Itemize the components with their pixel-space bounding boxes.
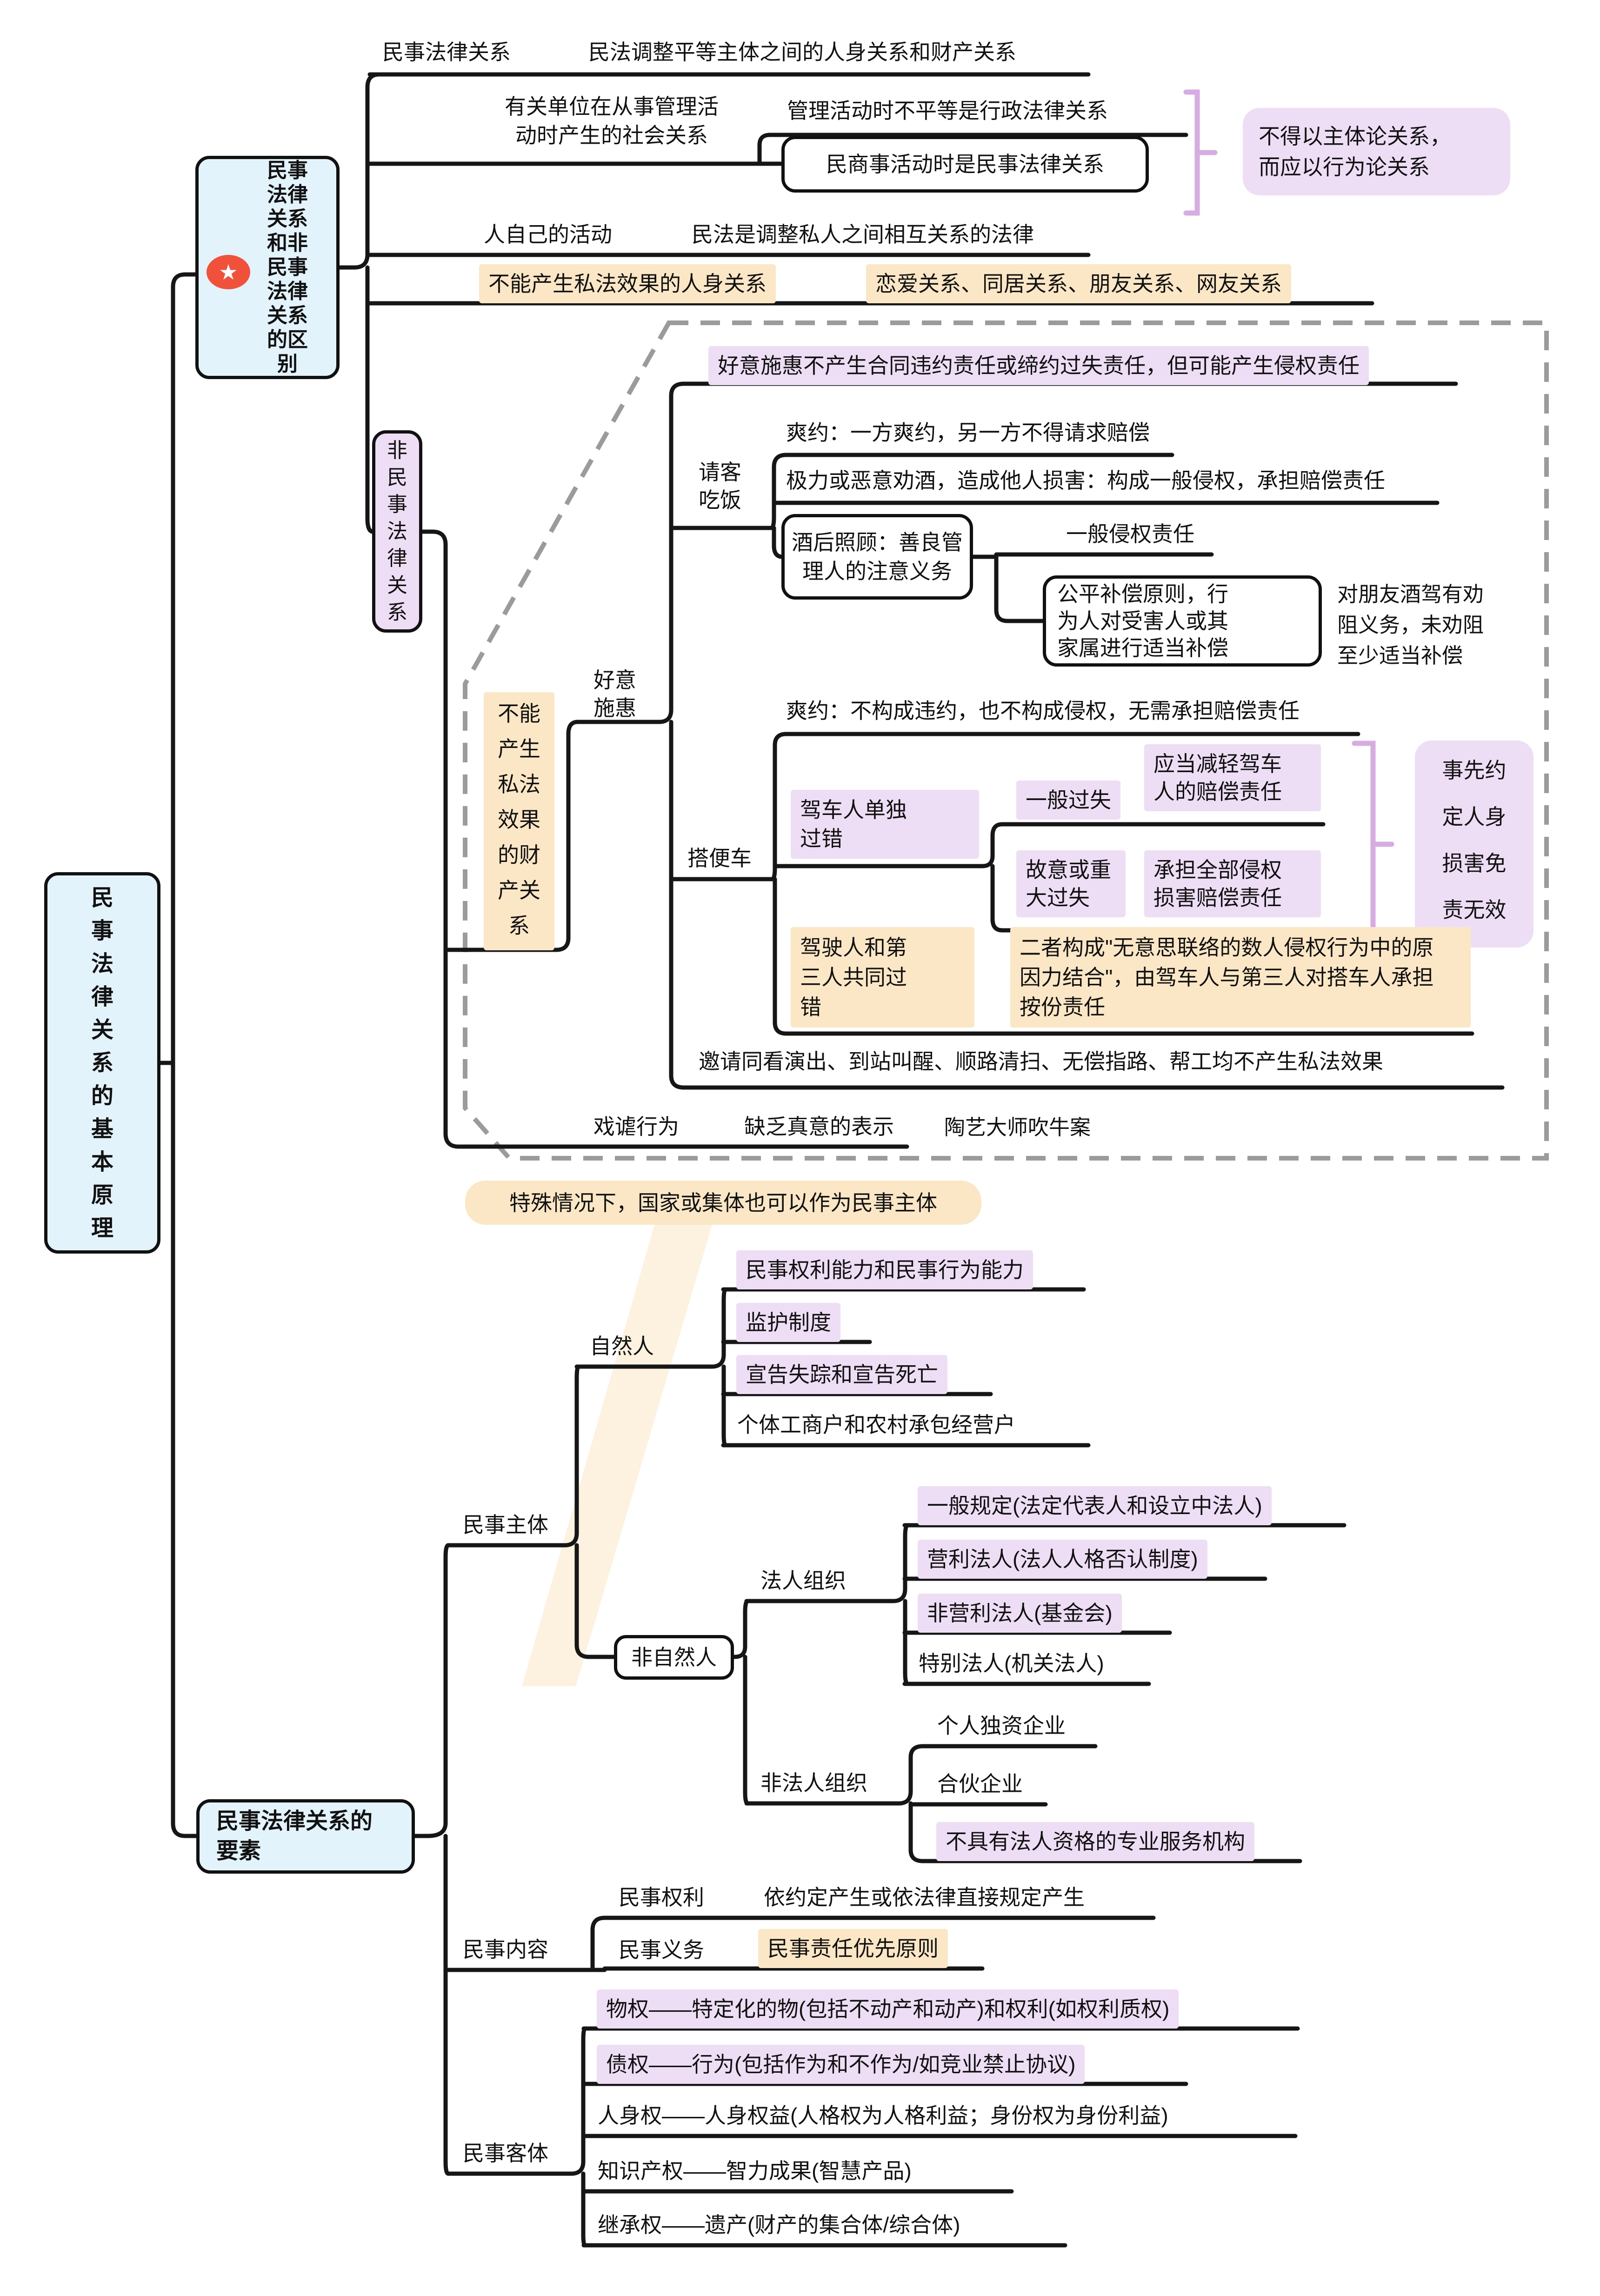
topic-commercial-relation[interactable]: 民商事活动时是民事法律关系 xyxy=(781,136,1149,193)
topic-civil-subject[interactable]: 民事主体 xyxy=(463,1513,548,1537)
topic-ip-rights[interactable]: 知识产权——智力成果(智慧产品) xyxy=(598,2159,912,2183)
topic-admin-relation[interactable]: 管理活动时不平等是行政法律关系 xyxy=(787,99,1108,123)
topic-goodwill-principle[interactable]: 好意施惠不产生合同违约责任或缔约过失责任，但可能产生侵权责任 xyxy=(708,346,1369,385)
topic-sole-proprietorship[interactable]: 个人独资企业 xyxy=(937,1714,1066,1738)
topic-guardianship[interactable]: 监护制度 xyxy=(736,1303,840,1342)
topic-fair-compensation[interactable]: 公平补偿原则，行 为人对受害人或其 家属进行适当补偿 xyxy=(1043,575,1322,667)
topic-civil-duties[interactable]: 民事义务 xyxy=(619,1938,704,1962)
topic-gross-negligence[interactable]: 故意或重 大过失 xyxy=(1016,850,1126,917)
topic-unit-activity[interactable]: 有关单位在从事管理活 动时产生的社会关系 xyxy=(505,94,719,147)
topic-individual-business[interactable]: 个体工商户和农村承包经营户 xyxy=(737,1413,1015,1437)
topic-creditor-rights[interactable]: 债权——行为(包括作为和不作为/如竞业禁止协议) xyxy=(597,2045,1085,2084)
topic-inheritance-rights[interactable]: 继承权——遗产(财产的集合体/综合体) xyxy=(598,2213,960,2237)
topic-own-activity[interactable]: 人自己的活动 xyxy=(484,222,612,247)
star-icon: ★ xyxy=(207,255,250,289)
topic-own-activity-desc[interactable]: 民法是调整私人之间相互关系的法律 xyxy=(692,222,1034,247)
note-exemption-invalid[interactable]: 事先约 定人身 损害免 责无效 xyxy=(1415,741,1533,948)
topic-dinner[interactable]: 请客 吃饭 xyxy=(699,460,741,512)
topic-civil-rights-desc[interactable]: 依约定产生或依法律直接规定产生 xyxy=(764,1885,1085,1909)
topic-declare-missing[interactable]: 宣告失踪和宣告死亡 xyxy=(736,1355,947,1394)
topic-ride-break-promise[interactable]: 爽约：不构成违约，也不构成侵权，无需承担赔偿责任 xyxy=(786,699,1300,723)
topic-civil-object[interactable]: 民事客体 xyxy=(463,2141,548,2165)
topic-full-liability[interactable]: 承担全部侵权 损害赔偿责任 xyxy=(1144,850,1321,917)
topic-non-legal-org[interactable]: 非法人组织 xyxy=(760,1771,867,1795)
topic-legal-general[interactable]: 一般规定(法定代表人和设立中法人) xyxy=(918,1486,1272,1525)
topic-property-rights[interactable]: 物权——特定化的物(包括不动产和动产)和权利(如权利质权) xyxy=(597,1989,1179,2029)
topic-civil-relation-desc[interactable]: 民法调整平等主体之间的人身关系和财产关系 xyxy=(588,40,1016,64)
topic-partnership[interactable]: 合伙企业 xyxy=(937,1772,1023,1796)
note-special-subject[interactable]: 特殊情况下，国家或集体也可以作为民事主体 xyxy=(465,1181,981,1225)
topic-special-legal-person[interactable]: 特别法人(机关法人) xyxy=(919,1651,1104,1675)
topic-property-no-effect[interactable]: 不能 产生 私法 效果 的财 产关 系 xyxy=(484,692,554,950)
topic-joint-fault-result[interactable]: 二者构成"无意思联络的数人侵权行为中的原 因力结合"，由驾车人与第三人对搭车人承… xyxy=(1010,927,1471,1028)
topic-non-civil-relation[interactable]: 非 民 事 法 律 关 系 xyxy=(372,430,422,633)
topic-elements[interactable]: 民事法律关系的 要素 xyxy=(196,1799,415,1874)
topic-joint-fault[interactable]: 驾驶人和第 三人共同过 错 xyxy=(791,927,974,1028)
topic-force-drink[interactable]: 极力或恶意劝酒，造成他人损害：构成一般侵权，承担赔偿责任 xyxy=(786,468,1385,493)
note-pottery-case: 陶艺大师吹牛案 xyxy=(944,1116,1091,1139)
topic-personal-rights[interactable]: 人身权——人身权益(人格权为人格利益；身份权为身份利益) xyxy=(598,2103,1168,2128)
topic-profit-legal-person[interactable]: 营利法人(法人人格否认制度) xyxy=(918,1540,1207,1579)
topic-drunk-care[interactable]: 酒后照顾：善良管 理人的注意义务 xyxy=(781,514,973,600)
topic-civil-rights[interactable]: 民事权利 xyxy=(619,1885,704,1909)
topic-ordinary-negligence[interactable]: 一般过失 xyxy=(1016,781,1120,820)
topic-joke-behavior[interactable]: 戏谑行为 xyxy=(593,1115,679,1139)
dashed-region-border xyxy=(463,320,1549,1161)
topic-liability-priority[interactable]: 民事责任优先原则 xyxy=(758,1929,948,1968)
topic-civil-relation[interactable]: 民事法律关系 xyxy=(382,40,511,64)
topic-general-tort[interactable]: 一般侵权责任 xyxy=(1066,522,1194,546)
topic-civil-content[interactable]: 民事内容 xyxy=(463,1937,548,1962)
topic-capacity[interactable]: 民事权利能力和民事行为能力 xyxy=(736,1250,1033,1289)
topic-driver-sole-fault[interactable]: 驾车人单独 过错 xyxy=(791,790,979,859)
topic-free-ride[interactable]: 搭便车 xyxy=(687,846,752,870)
root-topic[interactable]: 民 事 法 律 关 系 的 基 本 原 理 xyxy=(44,872,160,1254)
topic-dinner-break-promise[interactable]: 爽约：一方爽约，另一方不得请求赔偿 xyxy=(786,420,1150,445)
note-behavior-theory[interactable]: 不得以主体论关系， 而应以行为论关系 xyxy=(1243,108,1510,195)
topic-professional-service-org[interactable]: 不具有法人资格的专业服务机构 xyxy=(936,1822,1254,1861)
topic-other-goodwill-acts[interactable]: 邀请同看演出、到站叫醒、顺路清扫、无偿指路、帮工均不产生私法效果 xyxy=(699,1049,1383,1074)
topic-non-natural-person[interactable]: 非自然人 xyxy=(614,1635,734,1680)
callout-beam xyxy=(522,1223,713,1686)
topic-nonprofit-legal-person[interactable]: 非营利法人(基金会) xyxy=(918,1594,1122,1633)
note-drunk-driving: 对朋友酒驾有劝 阻义务，未劝阻 至少适当补偿 xyxy=(1337,583,1484,667)
topic-natural-person[interactable]: 自然人 xyxy=(590,1334,654,1358)
topic-personal-no-effect[interactable]: 不能产生私法效果的人身关系 xyxy=(479,264,776,303)
bracket-icon xyxy=(1352,741,1376,948)
topic-distinction[interactable]: 民事 法律 关系 和非 民事 法律 关系 的区 别 xyxy=(195,156,340,379)
topic-reduce-liability[interactable]: 应当减轻驾车 人的赔偿责任 xyxy=(1144,744,1321,811)
topic-personal-examples[interactable]: 恋爱关系、同居关系、朋友关系、网友关系 xyxy=(866,264,1291,303)
topic-legal-org[interactable]: 法人组织 xyxy=(760,1568,846,1593)
topic-joke-desc[interactable]: 缺乏真意的表示 xyxy=(744,1115,894,1139)
topic-goodwill[interactable]: 好意 施惠 xyxy=(593,668,636,720)
